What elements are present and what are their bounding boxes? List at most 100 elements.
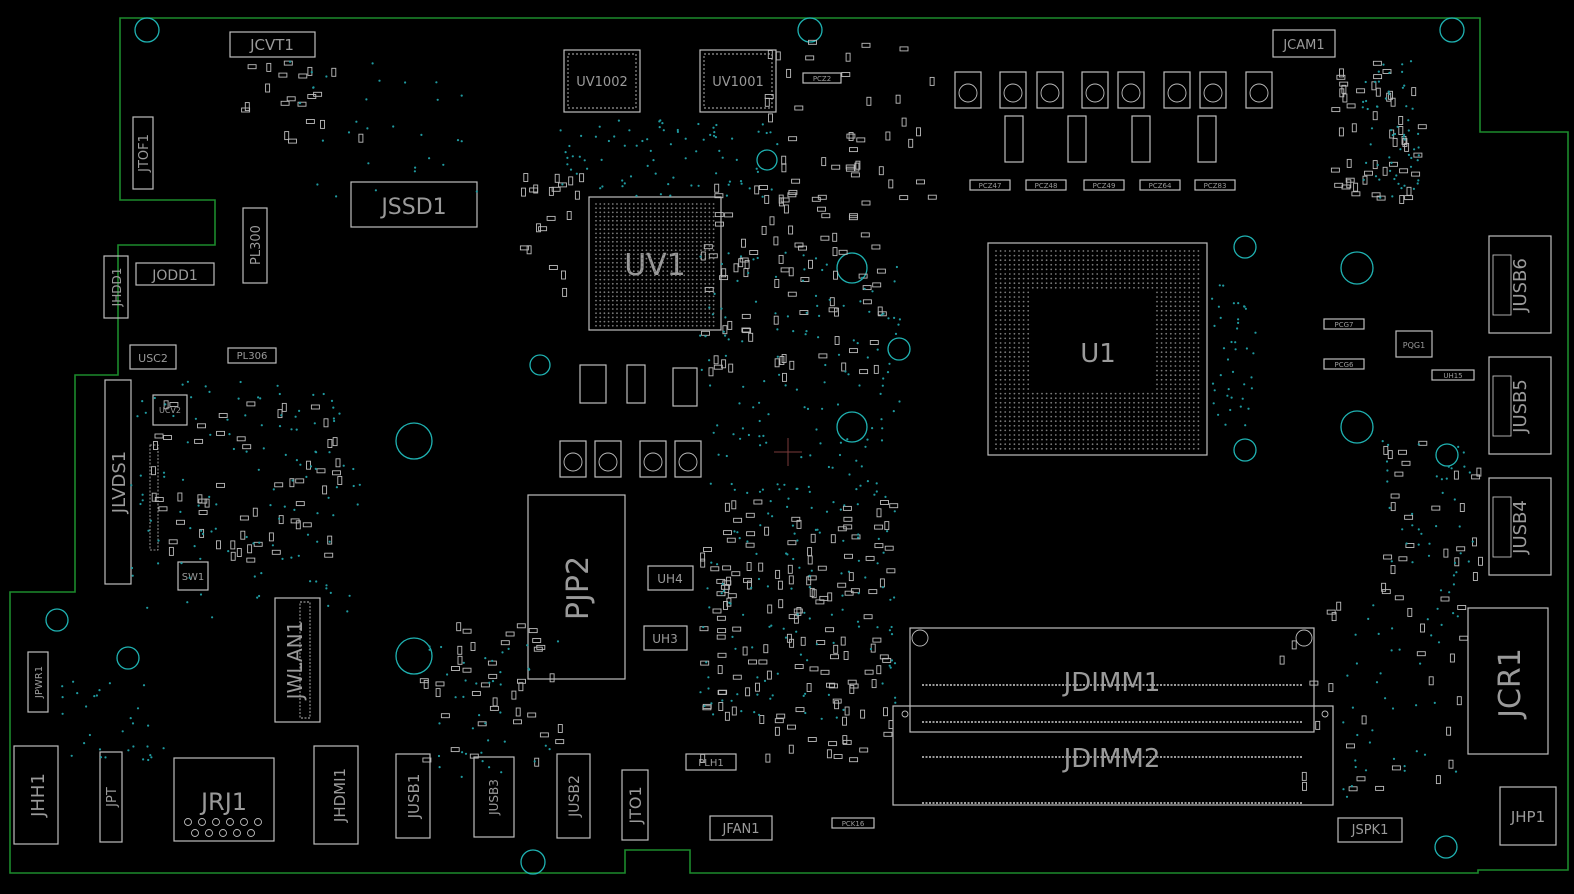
jfan1-connector: JFAN1	[709, 815, 773, 841]
jtof1-label: JTOF1	[137, 134, 152, 173]
jusb5-connector: JUSB5	[1488, 356, 1552, 455]
jcam1-connector: JCAM1	[1272, 29, 1336, 58]
jusb3-connector: JUSB3	[473, 756, 515, 838]
pcg7-label: PCG7	[1335, 321, 1354, 329]
pcz48-label: PCZ48	[1035, 182, 1058, 190]
jodd1-label: JODD1	[151, 268, 198, 284]
uh4-label: UH4	[657, 572, 682, 586]
u1-label: U1	[1080, 339, 1116, 369]
pcz83-label: PCZ83	[1204, 182, 1227, 190]
pcz2-label: PCZ2	[813, 75, 831, 83]
jusb4-label: JUSB4	[1510, 500, 1531, 555]
pcg7-capacitor: PCG7	[1323, 318, 1365, 330]
pqg1-label: PQG1	[1403, 341, 1425, 350]
uh3-label: UH3	[652, 632, 677, 646]
jhdmi1-connector: JHDMI1	[313, 745, 359, 845]
jhh1-label: JHH1	[28, 773, 49, 818]
pl306-inductor: PL306	[227, 347, 277, 364]
pjp2-jumper: PJP2	[527, 494, 626, 680]
jcr1-cardreader: JCR1	[1467, 607, 1549, 755]
jto1-label: JTO1	[626, 786, 645, 824]
uh15-chip: UH15	[1431, 369, 1475, 381]
jcr1-label: JCR1	[1493, 648, 1528, 720]
jdimm2-label: JDIMM2	[1062, 744, 1161, 774]
jdimm1-label: JDIMM1	[1062, 668, 1161, 698]
uv1002-label: UV1002	[576, 75, 628, 90]
jhdd1-label: JHDD1	[110, 268, 124, 308]
uh15-label: UH15	[1443, 372, 1462, 380]
jssd1-connector: JSSD1	[350, 181, 478, 228]
pjp2-label: PJP2	[561, 556, 596, 620]
jtof1-connector: JTOF1	[132, 116, 154, 190]
uv1001-label: UV1001	[712, 75, 764, 90]
jspk1-label: JSPK1	[1351, 823, 1389, 838]
usc2-chip: USC2	[129, 344, 177, 370]
jusb6-connector: JUSB6	[1488, 235, 1552, 334]
pcz47-label: PCZ47	[979, 182, 1002, 190]
jusb1-label: JUSB1	[405, 774, 423, 820]
uh4-chip: UH4	[647, 565, 694, 591]
jspk1-connector: JSPK1	[1337, 817, 1403, 843]
jrj1-connector: JRJ1	[173, 757, 275, 842]
plh1-inductor: PLH1	[685, 753, 737, 771]
pcz-capacitors: PCZ47 PCZ48 PCZ49 PCZ64 PCZ83 PCZ2	[802, 72, 1236, 191]
usc2-label: USC2	[138, 352, 168, 365]
jusb3-label: JUSB3	[487, 779, 501, 816]
jdimm1-slot: JDIMM1	[909, 627, 1315, 733]
jto1-connector: JTO1	[621, 769, 649, 841]
pl300-label: PL300	[249, 225, 264, 265]
jfan1-label: JFAN1	[721, 822, 759, 837]
jwlan1-connector: JWLAN1	[274, 597, 321, 723]
jusb1-connector: JUSB1	[395, 753, 431, 839]
jodd1-connector: JODD1	[135, 262, 215, 286]
jrj1-label: JRJ1	[199, 788, 247, 816]
jpwr1-connector: JPWR1	[27, 651, 49, 713]
uv1002-chip: UV1002	[563, 49, 641, 113]
pcz64-label: PCZ64	[1149, 182, 1172, 190]
pqg1-transistor: PQG1	[1395, 330, 1433, 358]
ucv2-label: UCV2	[159, 406, 181, 415]
uv1001-chip: UV1001	[699, 49, 777, 113]
passive-components	[151, 39, 1483, 792]
jcam1-label: JCAM1	[1282, 38, 1324, 53]
pl300-inductor: PL300	[242, 207, 268, 284]
jwlan1-label: JWLAN1	[283, 621, 307, 702]
pck16-label: PCK16	[842, 820, 865, 828]
sw1-switch: SW1	[177, 561, 209, 591]
jdimm2-slot: JDIMM2	[892, 705, 1334, 806]
jlvds1-label: JLVDS1	[109, 451, 130, 514]
jpwr1-label: JPWR1	[34, 666, 45, 699]
pck16-capacitor: PCK16	[831, 817, 875, 829]
jpt-connector: JPT	[99, 751, 123, 843]
pcv-capacitors	[579, 364, 698, 407]
jssd1-label: JSSD1	[379, 195, 446, 220]
jusb5-label: JUSB5	[1510, 379, 1531, 434]
vias	[61, 60, 1474, 798]
pcz49-label: PCZ49	[1093, 182, 1116, 190]
jhdd1-connector: JHDD1	[103, 255, 129, 319]
uv1-gpu: UV1	[588, 196, 722, 331]
pqz-transistors	[954, 71, 1273, 109]
ucv2-chip: UCV2	[152, 394, 188, 426]
pl306-label: PL306	[237, 351, 268, 362]
jpt-label: JPT	[105, 787, 120, 808]
jusb6-label: JUSB6	[1510, 258, 1531, 313]
jcvt1-label: JCVT1	[249, 36, 294, 54]
pcg6-capacitor: PCG6	[1323, 358, 1365, 370]
jhp1-label: JHP1	[1510, 808, 1545, 826]
sw1-label: SW1	[182, 572, 205, 583]
plz-inductors	[1004, 115, 1217, 163]
uh3-chip: UH3	[643, 625, 688, 651]
origin-crosshair	[774, 438, 802, 466]
jhp1-connector: JHP1	[1499, 786, 1557, 846]
u1-cpu: U1	[987, 242, 1208, 456]
plh1-label: PLH1	[698, 758, 723, 769]
uv1-label: UV1	[624, 248, 686, 283]
pcg6-label: PCG6	[1335, 361, 1355, 369]
jusb2-connector: JUSB2	[556, 753, 591, 839]
mounting-holes	[45, 17, 1465, 875]
jhdmi1-label: JHDMI1	[331, 768, 349, 823]
board-outline	[9, 17, 1569, 874]
jhh1-connector: JHH1	[13, 745, 59, 845]
